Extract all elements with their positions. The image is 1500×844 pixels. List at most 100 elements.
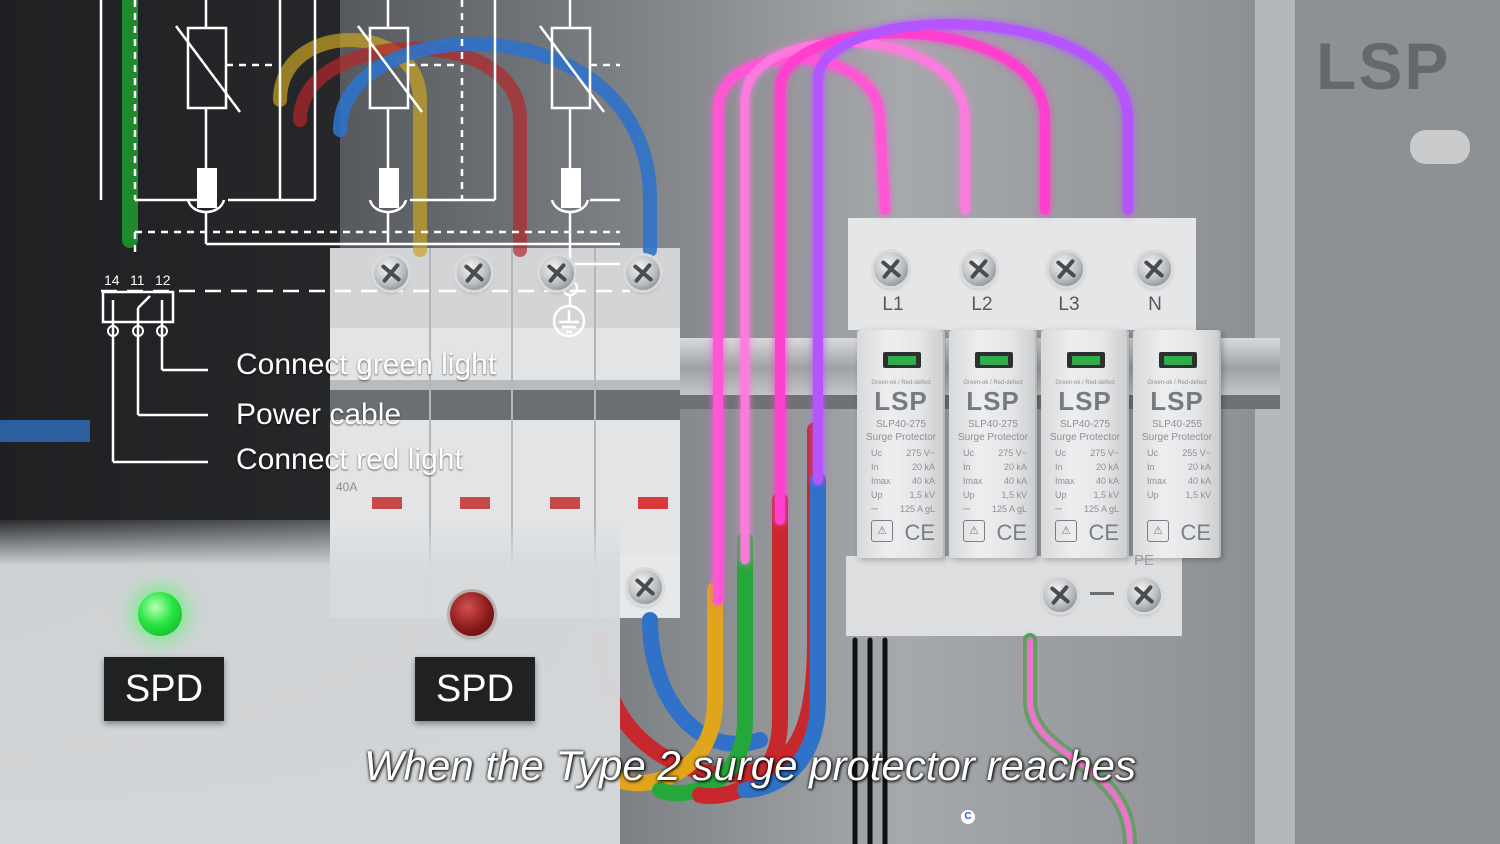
spec-key-uc: Uc xyxy=(1147,448,1158,458)
corner-logo: LSP xyxy=(1316,29,1451,103)
status-legend: Green-ok / Red-defect xyxy=(871,380,931,386)
fuse-icon: ⎓ xyxy=(963,504,971,514)
status-window xyxy=(1159,352,1197,368)
spec-key-uc: Uc xyxy=(871,448,882,458)
module-brand: LSP xyxy=(966,386,1020,416)
warning-icon: ⚠ xyxy=(1055,520,1077,542)
spd-terminal-screw-l2[interactable] xyxy=(962,252,996,286)
red-indicator-lamp xyxy=(450,592,494,636)
breaker-screw-3[interactable] xyxy=(540,256,574,290)
spec-fuse: 125 A gL xyxy=(991,504,1027,514)
spec-key-in: In xyxy=(871,462,879,472)
spec-in: 20 kA xyxy=(1095,462,1119,472)
spd-module-n[interactable]: Green-ok / Red-defect LSP SLP40-255 Surg… xyxy=(1133,330,1221,558)
spec-in: 20 kA xyxy=(911,462,935,472)
spd-terminal-screw-n[interactable] xyxy=(1137,252,1171,286)
red-spd-tag: SPD xyxy=(415,657,535,721)
ce-mark: CE xyxy=(1088,520,1119,545)
spec-up: 1,5 kV xyxy=(909,490,935,500)
spd-terminal-screw-l1[interactable] xyxy=(874,252,908,286)
green-spd-tag: SPD xyxy=(104,657,224,721)
warning-icon: ⚠ xyxy=(1147,520,1169,542)
pe-screw-right[interactable] xyxy=(1127,578,1161,612)
spec-in: 20 kA xyxy=(1003,462,1027,472)
legend-green-light: Connect green light xyxy=(236,348,497,381)
module-brand: LSP xyxy=(1150,386,1204,416)
terminal-number-14: 14 xyxy=(104,272,120,288)
fuse-icon: ⎓ xyxy=(871,504,879,514)
spd-terminal-label-l1: L1 xyxy=(882,294,904,315)
video-subtitle: When the Type 2 surge protector reaches xyxy=(364,742,1136,789)
module-description: Surge Protector xyxy=(1141,432,1213,443)
spd-module-l3[interactable]: Green-ok / Red-defect LSP SLP40-275 Surg… xyxy=(1041,330,1129,558)
green-indicator-lamp xyxy=(138,592,182,636)
spd-terminal-screw-l3[interactable] xyxy=(1049,252,1083,286)
status-legend: Green-ok / Red-defect xyxy=(1147,380,1207,386)
spec-imax: 40 kA xyxy=(1003,476,1027,486)
status-legend: Green-ok / Red-defect xyxy=(1055,380,1115,386)
breaker-screw-2[interactable] xyxy=(457,256,491,290)
warning-icon: ⚠ xyxy=(871,520,893,542)
spec-key-imax: Imax xyxy=(1055,476,1075,486)
module-model: SLP40-255 xyxy=(1151,419,1203,430)
ce-mark: CE xyxy=(904,520,935,545)
spd-terminal-label-l3: L3 xyxy=(1058,294,1080,315)
spec-imax: 40 kA xyxy=(1187,476,1211,486)
spec-imax: 40 kA xyxy=(1095,476,1119,486)
spd-terminal-label-l2: L2 xyxy=(971,294,993,315)
spec-imax: 40 kA xyxy=(911,476,935,486)
pe-screw-left[interactable] xyxy=(1043,578,1077,612)
spec-uc: 275 V~ xyxy=(998,448,1027,458)
status-window xyxy=(1067,352,1105,368)
spec-key-imax: Imax xyxy=(1147,476,1167,486)
status-window xyxy=(975,352,1013,368)
spec-key-up: Up xyxy=(963,490,975,500)
spec-key-in: In xyxy=(1055,462,1063,472)
status-legend: Green-ok / Red-defect xyxy=(963,380,1023,386)
breaker-screw-bottom[interactable] xyxy=(628,570,662,604)
spec-uc: 275 V~ xyxy=(906,448,935,458)
spec-key-up: Up xyxy=(1147,490,1159,500)
spec-fuse: 125 A gL xyxy=(899,504,935,514)
legend-red-light: Connect red light xyxy=(236,443,463,476)
spec-uc: 255 V~ xyxy=(1182,448,1211,458)
module-brand: LSP xyxy=(874,386,928,416)
spec-up: 1,5 kV xyxy=(1001,490,1027,500)
ce-mark: CE xyxy=(1180,520,1211,545)
spec-key-up: Up xyxy=(871,490,883,500)
spec-up: 1,5 kV xyxy=(1093,490,1119,500)
module-model: SLP40-275 xyxy=(1059,419,1111,430)
module-model: SLP40-275 xyxy=(967,419,1019,430)
spd-terminal-label-n: N xyxy=(1148,294,1162,315)
module-description: Surge Protector xyxy=(1049,432,1121,443)
spec-up: 1,5 kV xyxy=(1185,490,1211,500)
spec-uc: 275 V~ xyxy=(1090,448,1119,458)
terminal-number-12: 12 xyxy=(155,272,171,288)
spec-key-imax: Imax xyxy=(963,476,983,486)
spec-key-in: In xyxy=(963,462,971,472)
spec-key-uc: Uc xyxy=(963,448,974,458)
module-brand: LSP xyxy=(1058,386,1112,416)
terminal-number-11: 11 xyxy=(130,272,145,288)
spec-key-in: In xyxy=(1147,462,1155,472)
spec-fuse: 125 A gL xyxy=(1083,504,1119,514)
spd-module-l2[interactable]: Green-ok / Red-defect LSP SLP40-275 Surg… xyxy=(949,330,1037,558)
ce-mark: CE xyxy=(996,520,1027,545)
spec-key-up: Up xyxy=(1055,490,1067,500)
breaker-screw-1[interactable] xyxy=(374,256,408,290)
pe-label: PE xyxy=(1134,552,1155,569)
module-model: SLP40-275 xyxy=(875,419,927,430)
spec-key-uc: Uc xyxy=(1055,448,1066,458)
module-description: Surge Protector xyxy=(957,432,1029,443)
module-description: Surge Protector xyxy=(865,432,937,443)
breaker-screw-4[interactable] xyxy=(626,256,660,290)
fuse-icon: ⎓ xyxy=(1055,504,1063,514)
spec-key-imax: Imax xyxy=(871,476,891,486)
spec-in: 20 kA xyxy=(1187,462,1211,472)
status-window xyxy=(883,352,921,368)
warning-icon: ⚠ xyxy=(963,520,985,542)
legend-power-cable: Power cable xyxy=(236,398,402,431)
breaker-rating: 40A xyxy=(336,480,358,494)
corner-badge: C xyxy=(961,810,975,824)
spd-module-l1[interactable]: Green-ok / Red-defect LSP SLP40-275 Surg… xyxy=(857,330,945,558)
